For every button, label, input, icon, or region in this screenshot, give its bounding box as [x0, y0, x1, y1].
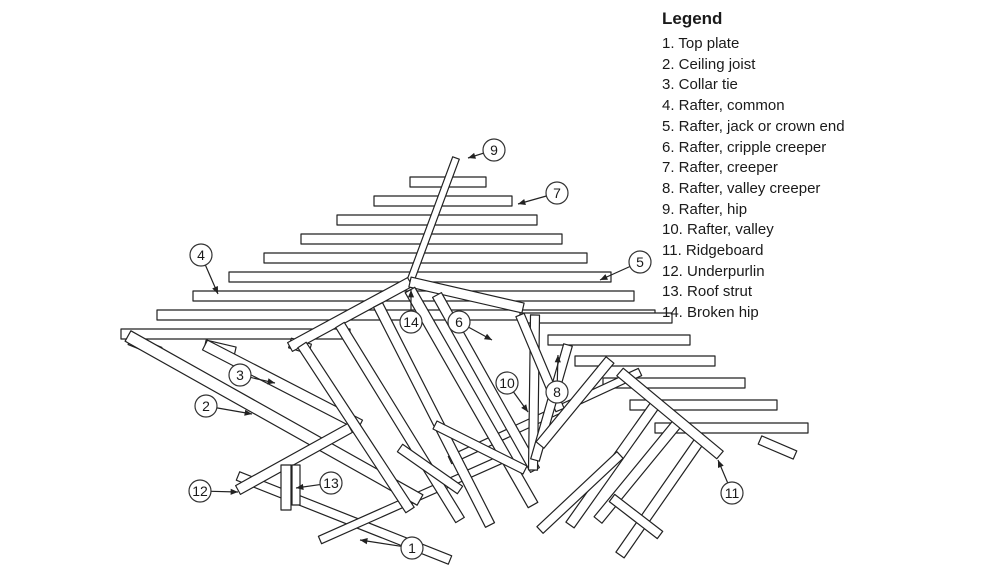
legend-item-rafter-valley-creeper: 8. Rafter, valley creeper — [662, 179, 821, 197]
arrowhead-3 — [267, 378, 275, 385]
front-rafter — [404, 286, 539, 509]
arrowhead-10 — [521, 404, 528, 412]
callout-label-7: 7 — [553, 185, 561, 201]
arrowhead-8 — [554, 355, 561, 363]
callout-label-10: 10 — [499, 375, 515, 391]
callout-circle-9 — [482, 138, 506, 162]
callout-label-14: 14 — [403, 314, 419, 330]
front-rafter — [297, 341, 415, 514]
back-rafter — [228, 271, 612, 283]
legend-title: Legend — [662, 9, 723, 28]
back-rafter — [120, 328, 351, 340]
roof-strut — [280, 464, 292, 511]
arrowhead-6 — [484, 333, 492, 340]
callout-circle-1 — [400, 536, 424, 560]
callout-label-11: 11 — [725, 485, 740, 501]
ceiling-joist — [124, 330, 424, 506]
callout-circle-14 — [399, 310, 423, 334]
arrowhead-13 — [296, 483, 304, 490]
short-member — [432, 420, 528, 475]
callout-label-2: 2 — [202, 398, 210, 414]
back-rafter — [300, 233, 563, 245]
legend-item-roof-strut: 13. Roof strut — [662, 283, 753, 301]
callout-label-5: 5 — [636, 254, 644, 270]
arrowhead-9 — [468, 152, 476, 159]
arrowhead-2 — [244, 409, 252, 416]
jack-rafter — [519, 312, 673, 324]
jack-rafter — [574, 355, 716, 367]
short-member — [608, 493, 664, 540]
legend-item-ridgeboard: 11. Ridgeboard — [662, 242, 764, 260]
callout-circle-11 — [720, 481, 744, 505]
ridgeboard — [616, 367, 724, 460]
front-rafter — [536, 451, 624, 534]
legend-item-rafter-jack: 5. Rafter, jack or crown end — [662, 117, 845, 135]
callout-circle-3 — [228, 363, 252, 387]
callout-circle-6 — [447, 310, 471, 334]
legend-list: 1. Top plate 2. Ceiling joist 3. Collar … — [662, 34, 982, 324]
callout-label-4: 4 — [197, 247, 205, 263]
legend-item-rafter-common: 4. Rafter, common — [662, 97, 785, 115]
callout-circle-13 — [319, 471, 343, 495]
cripple-creeper — [432, 292, 541, 473]
callout-circle-4 — [189, 243, 213, 267]
callout-label-8: 8 — [553, 384, 561, 400]
callout-label-3: 3 — [236, 367, 244, 383]
roof-framing-members — [120, 156, 809, 565]
callout-label-6: 6 — [455, 314, 463, 330]
callout-circle-7 — [545, 181, 569, 205]
legend-item-rafter-hip: 9. Rafter, hip — [662, 200, 748, 218]
callout-label-13: 13 — [323, 475, 339, 491]
legend-item-ceiling-joist: 2. Ceiling joist — [662, 55, 756, 73]
arrowhead-14 — [407, 290, 415, 298]
front-rafter — [535, 356, 615, 449]
legend-item-rafter-creeper: 7. Rafter, creeper — [662, 159, 778, 177]
legend-item-rafter-valley: 10. Rafter, valley — [662, 221, 774, 239]
legend-item-broken-hip: 14. Broken hip — [662, 304, 759, 322]
front-rafter — [372, 302, 496, 528]
back-rafter — [263, 252, 588, 264]
roof-strut — [291, 464, 301, 506]
callout-label-12: 12 — [192, 483, 208, 499]
callout-circle-12 — [188, 479, 212, 503]
rafter-tail — [757, 435, 798, 460]
arrowhead-7 — [518, 199, 526, 205]
arrowhead-12 — [230, 488, 238, 495]
callout-label-1: 1 — [408, 540, 416, 556]
jack-rafter — [547, 334, 691, 346]
arrowhead-4 — [212, 286, 218, 294]
callout-circle-2 — [194, 394, 218, 418]
short-member — [396, 443, 464, 495]
broken-hip — [408, 276, 525, 314]
arrowhead-1 — [360, 538, 368, 545]
legend: Legend 1. Top plate 2. Ceiling joist 3. … — [662, 8, 982, 324]
legend-item-underpurlin: 12. Underpurlin — [662, 262, 765, 280]
callout-label-9: 9 — [490, 142, 498, 158]
collar-tie — [201, 339, 364, 431]
arrowhead-11 — [718, 460, 724, 468]
front-rafter — [615, 436, 705, 559]
legend-item-collar-tie: 3. Collar tie — [662, 76, 738, 94]
arrowhead-5 — [600, 274, 608, 280]
callout-circle-10 — [495, 371, 519, 395]
callout-circle-5 — [628, 250, 652, 274]
legend-item-top-plate: 1. Top plate — [662, 35, 740, 52]
callout-circle-8 — [545, 380, 569, 404]
valley-creeper — [530, 343, 573, 462]
broken-hip — [287, 277, 413, 352]
legend-item-rafter-cripple-creeper: 6. Rafter, cripple creeper — [662, 138, 827, 156]
